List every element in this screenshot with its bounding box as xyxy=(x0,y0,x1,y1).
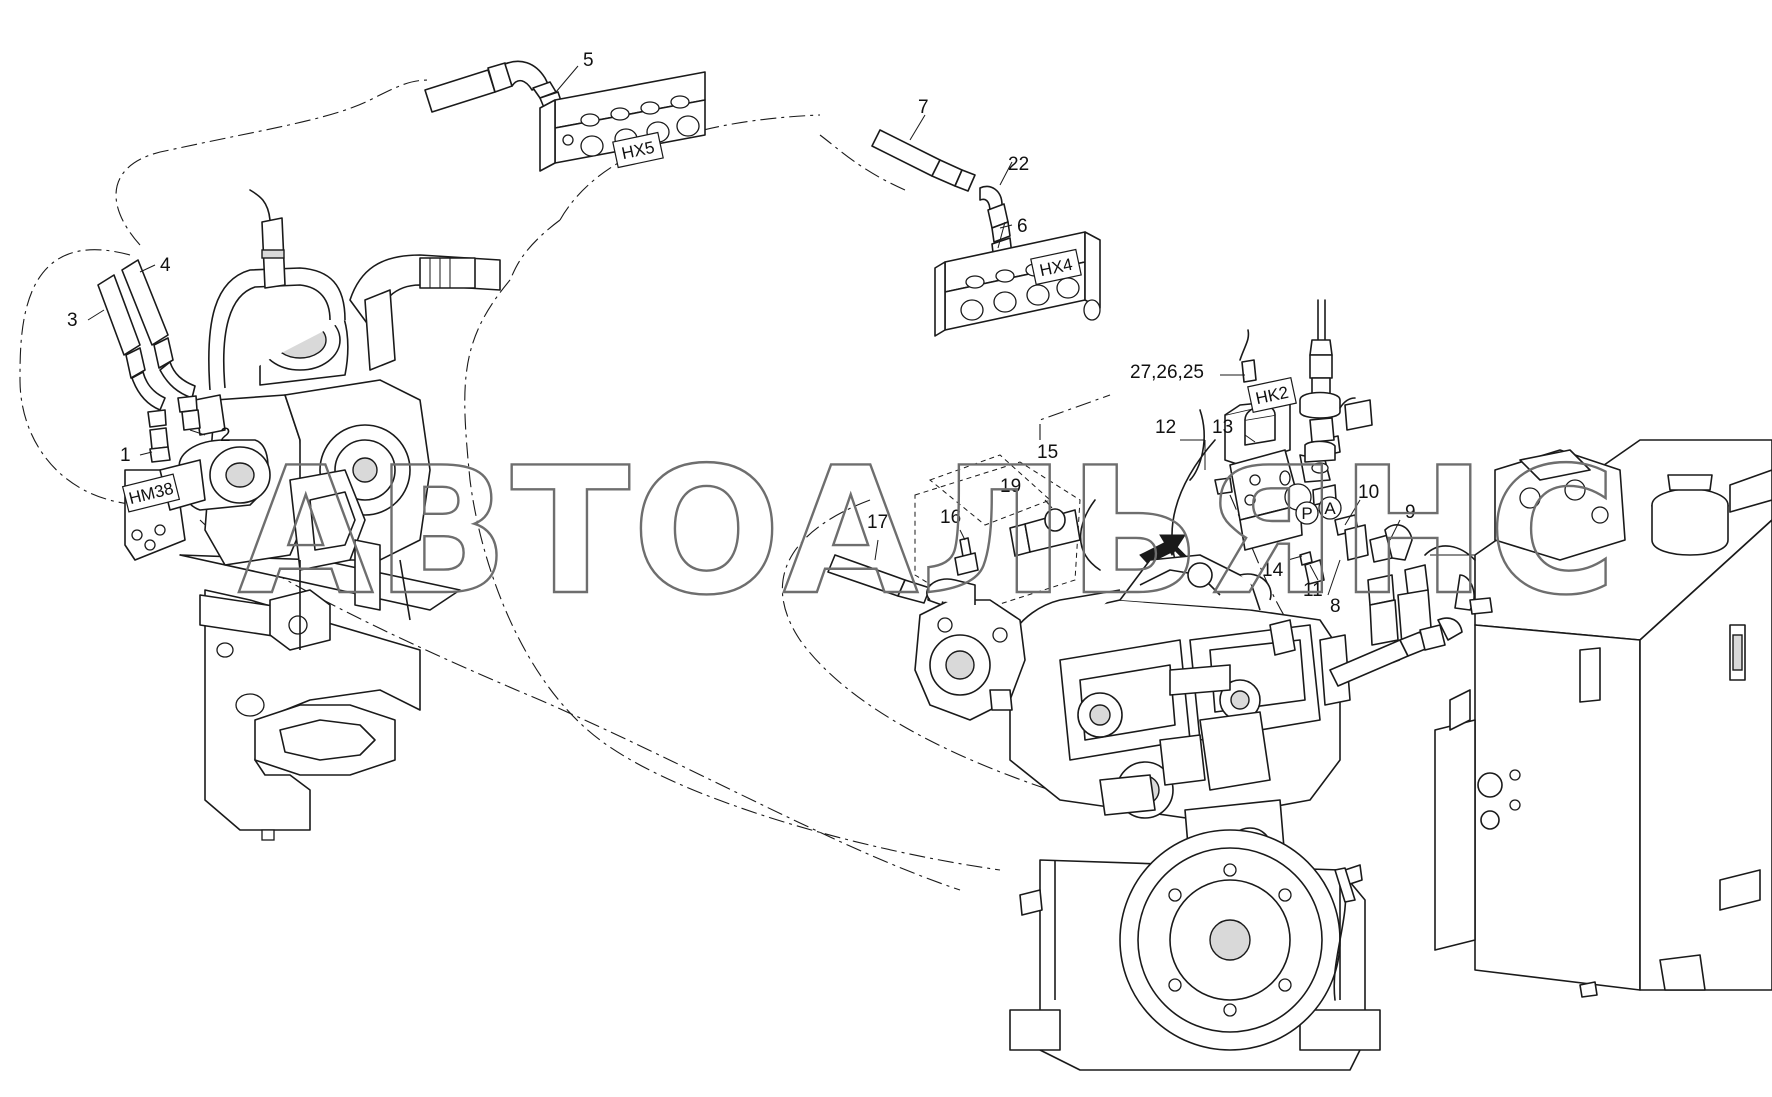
left-hoses xyxy=(97,259,201,463)
callout-19: 19 xyxy=(1000,476,1021,497)
fittings-group xyxy=(1299,514,1433,646)
callout-22: 22 xyxy=(1008,154,1029,175)
callout-12: 12 xyxy=(1155,417,1176,438)
tag-hm38: HM38 xyxy=(121,473,181,513)
callout-8: 8 xyxy=(1330,596,1341,617)
callout-6: 6 xyxy=(1017,216,1028,237)
svg-text:P: P xyxy=(1301,504,1312,523)
secondary-pump xyxy=(914,578,1026,721)
engine-housing xyxy=(1009,829,1381,1071)
callout-13: 13 xyxy=(1212,417,1233,438)
hydraulic-tank xyxy=(1424,439,1772,998)
tag-hk2: HK2 xyxy=(1247,376,1297,414)
callout-16: 16 xyxy=(940,507,961,528)
svg-text:A: A xyxy=(1324,499,1336,518)
left-pump-assembly xyxy=(124,189,501,651)
callout-3: 3 xyxy=(67,310,78,331)
callout-labels: 1 2 3 4 5 6 7 8 9 10 11 12 13 14 15 16 1… xyxy=(67,50,1416,617)
leader-lines xyxy=(87,65,1401,596)
callout-14: 14 xyxy=(1262,560,1284,581)
watermark: АВТОАЛЬЯНС xyxy=(238,431,1619,634)
callout-10: 10 xyxy=(1358,482,1379,503)
port-letter-a: A xyxy=(1318,496,1342,520)
right-upper-line xyxy=(1299,299,1373,474)
callout-15: 15 xyxy=(1037,442,1058,463)
callout-2: 2 xyxy=(220,425,231,446)
callout-4: 4 xyxy=(160,255,171,276)
port-letter-p: P xyxy=(1295,501,1319,525)
tag-hx4: HX4 xyxy=(1030,248,1082,286)
bottom-fittings xyxy=(1019,867,1356,916)
hx4-manifold-group xyxy=(871,129,1101,337)
tag-hx5: HX5 xyxy=(612,131,664,169)
callout-27-26-25: 27,26,25 xyxy=(1130,362,1204,383)
callout-5: 5 xyxy=(583,50,594,71)
callout-7: 7 xyxy=(918,97,929,118)
tank-hose xyxy=(1329,617,1463,687)
left-mounting-frame xyxy=(179,554,461,841)
callout-11: 11 xyxy=(1303,580,1323,601)
callout-9: 9 xyxy=(1405,502,1416,523)
callout-17: 17 xyxy=(867,512,888,533)
callout-1: 1 xyxy=(120,445,131,466)
